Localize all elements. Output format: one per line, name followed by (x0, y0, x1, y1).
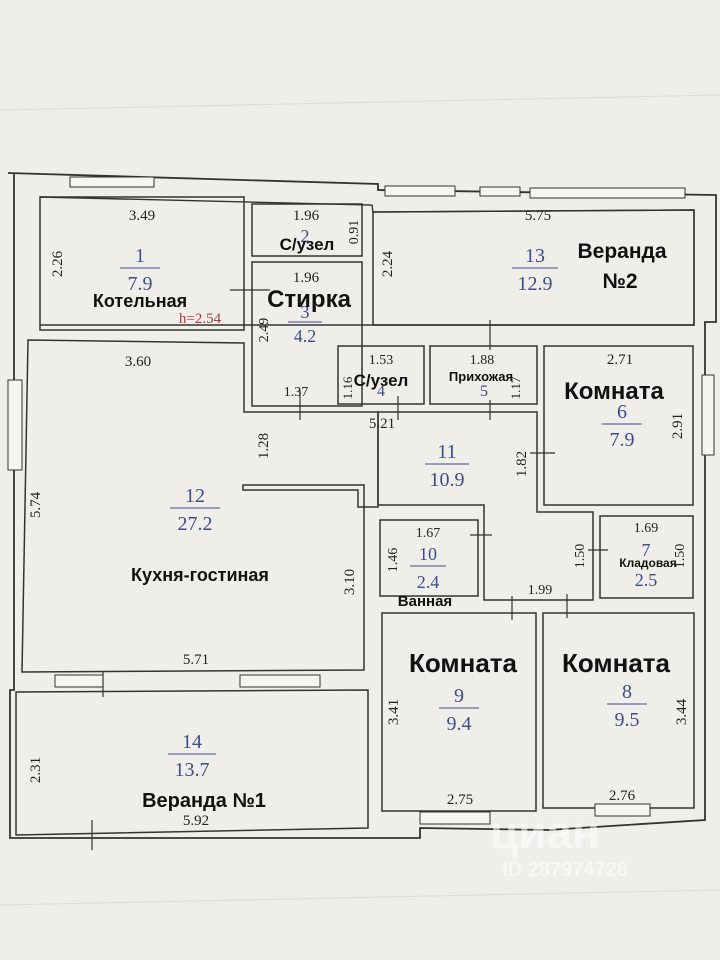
dim-r10-h: 1.46 (386, 548, 401, 573)
room-13-area: 12.9 (518, 273, 553, 295)
dim-r8-w: 2.76 (609, 788, 636, 804)
dim-r12-inner: 3.10 (342, 569, 358, 595)
room-1-number: 1 (135, 245, 145, 267)
room-7-name: Кладовая (619, 556, 676, 570)
dim-r8-h: 3.44 (674, 698, 690, 725)
dim-r7-w: 1.69 (634, 521, 659, 536)
room-10-name: Ванная (398, 593, 452, 610)
room-3-area: 4.2 (294, 326, 317, 346)
room-4-number: 4 (377, 383, 385, 400)
dim-r7-h: 1.50 (573, 544, 588, 569)
dim-r7-h2: 1.50 (673, 544, 688, 569)
room-14-area: 13.7 (175, 759, 210, 781)
room-6-number: 6 (617, 401, 627, 423)
dim-r14-h: 2.31 (28, 757, 44, 783)
dim-r3-h2: 1.37 (284, 385, 309, 400)
room-1-name: Котельная (93, 291, 187, 311)
room-12-name: Кухня-гостиная (131, 565, 269, 585)
dim-r12-side: 5.74 (28, 491, 44, 518)
room-3-name: Стирка (267, 286, 352, 313)
watermark-id: ID 287974728 (502, 859, 628, 881)
dim-r5-h: 1.17 (508, 376, 523, 399)
room-2-number: 2 (301, 226, 310, 246)
room-names: Котельная h=2.54 С/узел Стирка С/узел Пр… (93, 235, 677, 812)
dim-r6-h: 2.91 (670, 413, 686, 439)
dim-r13-h: 2.24 (380, 250, 396, 277)
room-3-number: 3 (301, 302, 310, 322)
room-4-name: С/узел (354, 371, 409, 390)
room-9-number: 9 (454, 685, 464, 707)
dim-r3-h: 2.49 (257, 318, 272, 343)
dim-r12-step: 1.28 (256, 433, 272, 459)
dim-r4-h: 1.16 (340, 376, 355, 399)
dim-r1-h: 2.26 (50, 250, 66, 277)
dim-r2-w: 1.96 (293, 208, 320, 224)
room-12-area: 27.2 (178, 513, 213, 535)
room-12-number: 12 (185, 485, 205, 507)
dim-r1-w: 3.49 (129, 208, 155, 224)
room-10-area: 2.4 (417, 572, 440, 592)
room-13-name-line1: Веранда (577, 240, 666, 263)
dim-r12-bottom: 5.71 (183, 652, 209, 668)
dim-r11-w: 5.21 (369, 416, 395, 432)
dim-r10-w: 1.67 (416, 526, 441, 541)
room-8-number: 8 (622, 681, 632, 703)
dim-r9-w: 2.75 (447, 792, 473, 808)
room-1-area: 7.9 (128, 273, 153, 295)
watermark-brand: циан (490, 806, 600, 858)
room-6-name: Комната (564, 378, 664, 405)
room-8-name: Комната (562, 648, 671, 678)
room-7-area: 2.5 (635, 570, 658, 590)
room-11-area: 10.9 (430, 469, 465, 491)
dim-r4-w: 1.53 (369, 353, 394, 368)
room-13-number: 13 (525, 245, 545, 267)
room-14-number: 14 (182, 731, 202, 753)
room-5-name: Прихожая (449, 369, 513, 384)
room-13-name-line2: №2 (602, 270, 637, 293)
dim-r2-h: 0.91 (347, 220, 362, 245)
door-marks (91, 289, 608, 850)
room-numbers: 1 7.9 2 3 4.2 4 5 6 7.9 7 2.5 8 9.5 9 9.… (120, 226, 657, 781)
dim-corridor-w: 1.99 (528, 583, 553, 598)
room-1-height: h=2.54 (179, 311, 222, 327)
room-2-name: С/узел (280, 235, 335, 254)
room-5-number: 5 (480, 383, 488, 400)
dim-r9-h: 3.41 (386, 699, 402, 725)
dim-r11-h: 1.82 (514, 451, 530, 477)
dim-r12-top: 3.60 (125, 354, 151, 370)
dim-r14-w: 5.92 (183, 813, 209, 829)
watermark: циан ID 287974728 (490, 806, 628, 881)
room-8-area: 9.5 (615, 709, 640, 731)
dim-r6-w: 2.71 (607, 352, 633, 368)
room-9-area: 9.4 (447, 713, 472, 735)
room-6-area: 7.9 (610, 429, 635, 451)
room-7-number: 7 (642, 540, 651, 560)
room-14-name: Веранда №1 (142, 790, 266, 812)
dimension-labels: 3.49 2.26 1.96 0.91 1.96 2.49 1.37 5.75 … (28, 208, 690, 829)
room-11-number: 11 (437, 441, 456, 463)
room-10-number: 10 (419, 544, 437, 564)
dim-r3-w: 1.96 (293, 270, 320, 286)
room-9-name: Комната (409, 648, 518, 678)
dim-r5-w: 1.88 (470, 353, 495, 368)
dim-r13-w: 5.75 (525, 208, 551, 224)
